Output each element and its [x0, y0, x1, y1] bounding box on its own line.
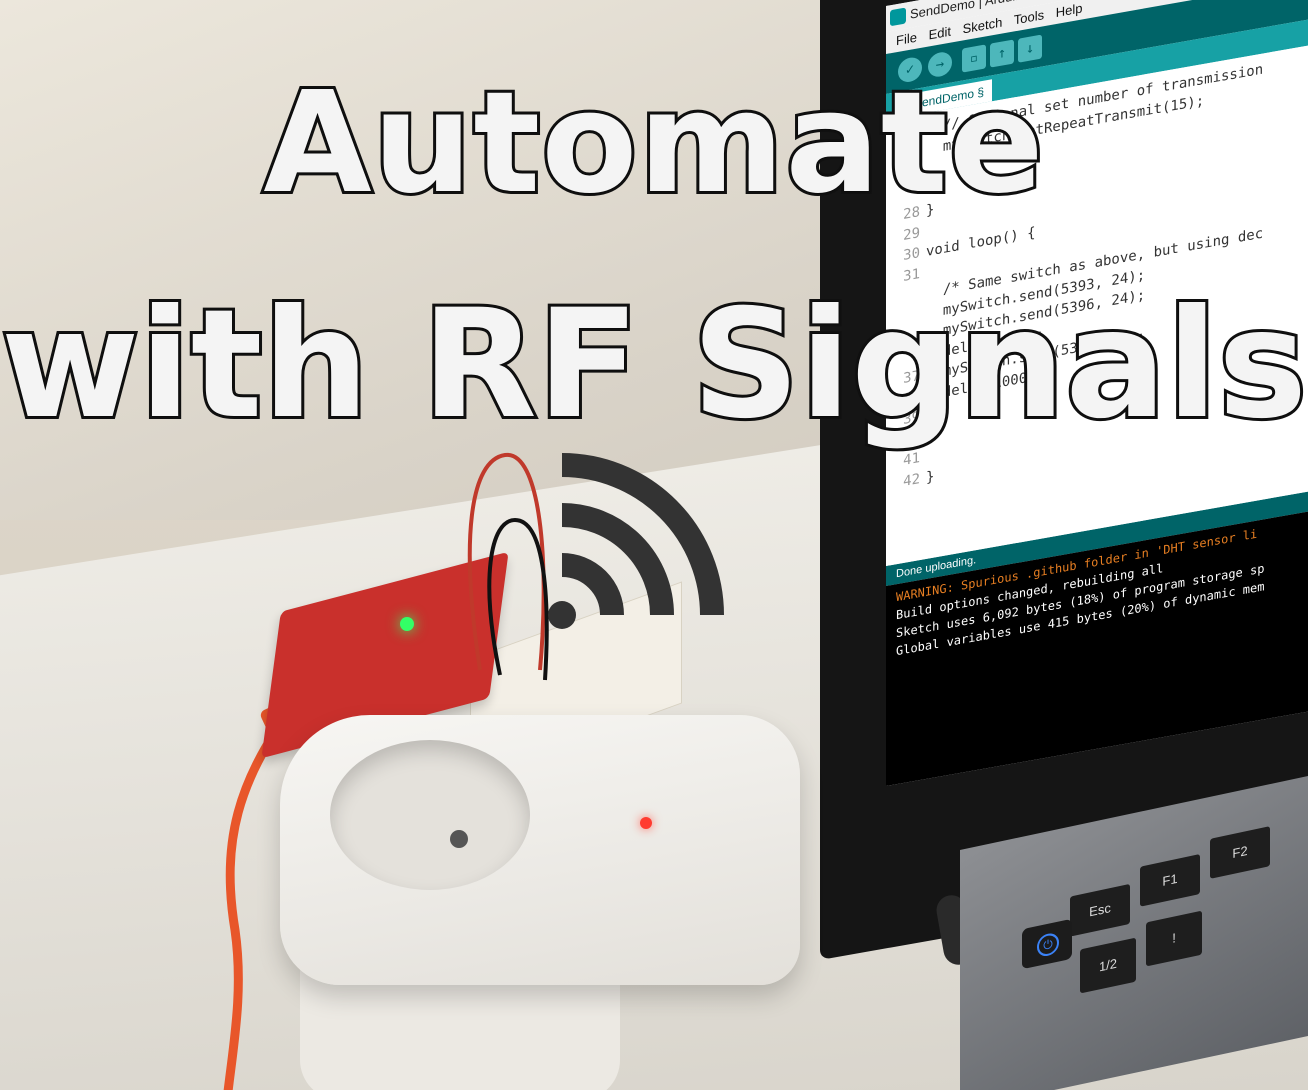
jumper-wires [467, 452, 549, 681]
plug-led-icon [640, 817, 652, 829]
socket-hole [450, 830, 468, 848]
arduino-logo-icon [890, 7, 906, 27]
key-esc[interactable]: Esc [1070, 883, 1130, 937]
menu-sketch[interactable]: Sketch [962, 14, 1003, 37]
power-icon: ⏻ [1037, 931, 1059, 959]
headline-line-2: with RF Signals [0, 275, 1308, 455]
headline-line-1: Automate [260, 59, 1046, 228]
key-half[interactable]: 1/2 [1080, 937, 1136, 994]
menu-help[interactable]: Help [1055, 0, 1083, 21]
menu-edit[interactable]: Edit [928, 23, 951, 43]
rf-signal-icon [548, 453, 724, 629]
menu-file[interactable]: File [896, 29, 917, 49]
board-led-icon [400, 617, 414, 631]
menu-tools[interactable]: Tools [1013, 7, 1045, 28]
save-sketch-icon[interactable]: ↓ [1018, 34, 1042, 63]
key-f2[interactable]: F2 [1210, 826, 1270, 879]
key-f1[interactable]: F1 [1140, 853, 1200, 907]
code-text: } [926, 467, 935, 486]
plug-socket [330, 740, 530, 890]
key-exclaim[interactable]: ! [1146, 910, 1202, 967]
